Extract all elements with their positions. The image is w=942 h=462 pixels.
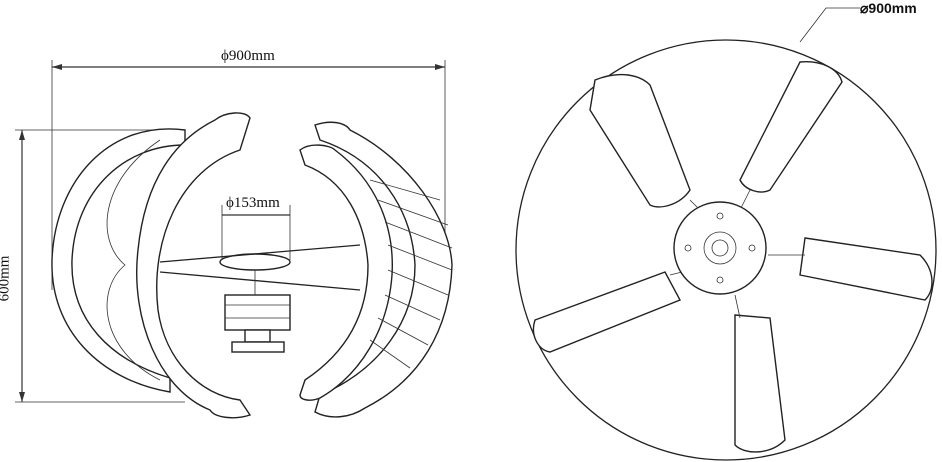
width-label: ϕ900mm	[221, 48, 275, 64]
side-view-blades	[51, 112, 453, 419]
height-label: 600mm	[0, 255, 13, 302]
top-view	[515, 7, 937, 461]
top-view-diameter-label: ⌀900mm	[860, 0, 917, 16]
top-view-blades	[532, 61, 933, 453]
side-view-hub	[159, 244, 361, 353]
hub-diameter-label: ϕ153mm	[226, 195, 280, 211]
